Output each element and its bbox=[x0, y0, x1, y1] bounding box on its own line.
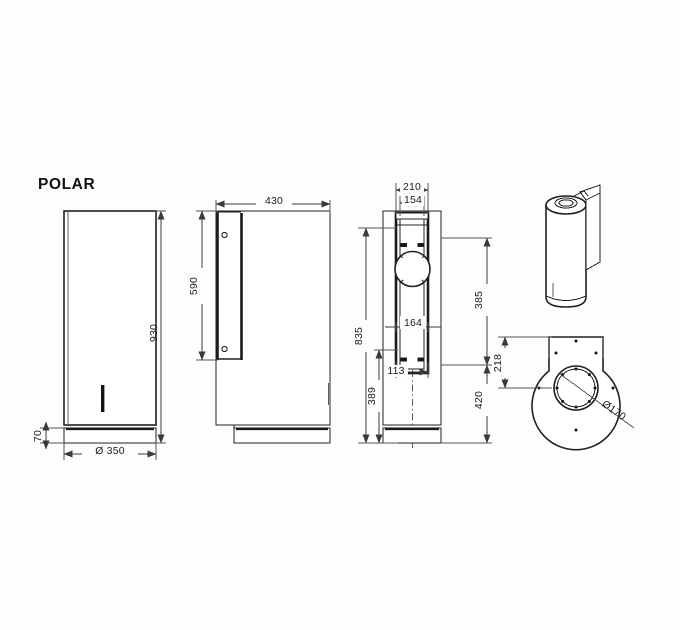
dim-389-label: 389 bbox=[366, 387, 378, 405]
side-body-outline bbox=[215, 210, 331, 426]
dim-210-label: 210 bbox=[403, 181, 421, 193]
dim-154: 154 bbox=[399, 194, 425, 216]
iso-flue-opening-inner bbox=[558, 199, 574, 207]
dim-113: 113 bbox=[385, 362, 429, 378]
bolt-slot-lower-right bbox=[417, 357, 425, 362]
plan-bolt-dot bbox=[574, 367, 578, 371]
dim-70: 70 bbox=[32, 421, 64, 450]
section-flue-circle bbox=[394, 250, 431, 288]
plan-outer-bolt-dot bbox=[594, 351, 598, 355]
mounting-hole-upper bbox=[221, 231, 228, 239]
iso-bottom-seam bbox=[545, 295, 587, 301]
dim-218: 218 bbox=[492, 336, 552, 389]
plan-outer-bolt-dot bbox=[574, 339, 578, 343]
iso-rear-plate-fold bbox=[585, 192, 601, 201]
iso-rear-plate bbox=[579, 184, 601, 271]
flue-corner-ticks bbox=[400, 255, 425, 283]
side-elevation-view: 430 590 bbox=[188, 195, 331, 444]
dim-420: 420 bbox=[441, 364, 492, 444]
plan-bolt-dot bbox=[587, 399, 591, 403]
dim-590-label: 590 bbox=[188, 277, 200, 295]
plan-bolt-dot bbox=[561, 399, 565, 403]
bolt-slot-lower-left bbox=[400, 357, 407, 362]
plan-bolt-dot bbox=[555, 386, 559, 390]
plan-flange-edges bbox=[548, 337, 604, 358]
dim-835: 835 bbox=[353, 227, 396, 444]
plan-view: Ø170 218 bbox=[492, 336, 635, 451]
dim-170-leader bbox=[559, 373, 635, 429]
dim-389: 389 bbox=[366, 349, 398, 444]
section-base-plinth bbox=[382, 427, 442, 444]
dim-385: 385 bbox=[441, 237, 492, 366]
dim-420-label: 420 bbox=[473, 391, 485, 409]
dim-210: 210 bbox=[395, 181, 429, 214]
mounting-hole-lower bbox=[221, 345, 228, 353]
plan-bolt-dot bbox=[574, 405, 578, 409]
side-base-plinth bbox=[233, 427, 331, 444]
dim-164: 164 bbox=[385, 316, 441, 332]
dim-113-label: 113 bbox=[387, 365, 404, 377]
plan-bolt-dot bbox=[593, 386, 597, 390]
plan-outer-bolt-dot bbox=[554, 351, 558, 355]
dim-218-label: 218 bbox=[492, 354, 504, 372]
dim-930: 930 bbox=[148, 210, 166, 444]
front-section-view: 210 154 164 bbox=[353, 181, 492, 448]
dim-350-label: Ø 350 bbox=[95, 445, 125, 457]
dim-590: 590 bbox=[188, 210, 218, 361]
front-body-outline bbox=[63, 210, 157, 426]
dim-70-label: 70 bbox=[32, 430, 44, 442]
plan-outer-bolt-dot bbox=[574, 428, 578, 432]
dim-385-label: 385 bbox=[473, 291, 485, 309]
front-elevation-view: 930 70 Ø 350 bbox=[32, 210, 166, 460]
page-title: POLAR bbox=[38, 176, 95, 193]
bolt-slot-upper-left bbox=[400, 243, 407, 247]
dim-diameter-350: Ø 350 bbox=[63, 443, 157, 460]
plan-outer-bolt-dot bbox=[611, 386, 615, 390]
plan-bolt-dot bbox=[587, 373, 591, 377]
front-base-plinth bbox=[63, 427, 157, 444]
section-chamber-inner bbox=[399, 216, 425, 370]
door-handle bbox=[101, 385, 105, 412]
section-top-plate bbox=[395, 212, 429, 220]
dim-835-label: 835 bbox=[353, 327, 365, 345]
dim-164-label: 164 bbox=[404, 317, 422, 329]
iso-cylinder-body bbox=[545, 204, 587, 308]
bolt-slot-upper-right bbox=[417, 243, 425, 247]
dim-430-label: 430 bbox=[265, 195, 283, 207]
isometric-view bbox=[545, 184, 601, 308]
dim-930-label: 930 bbox=[148, 324, 160, 342]
iso-top-tab bbox=[571, 190, 589, 198]
dim-154-label: 154 bbox=[404, 194, 422, 206]
dim-430: 430 bbox=[215, 195, 331, 213]
